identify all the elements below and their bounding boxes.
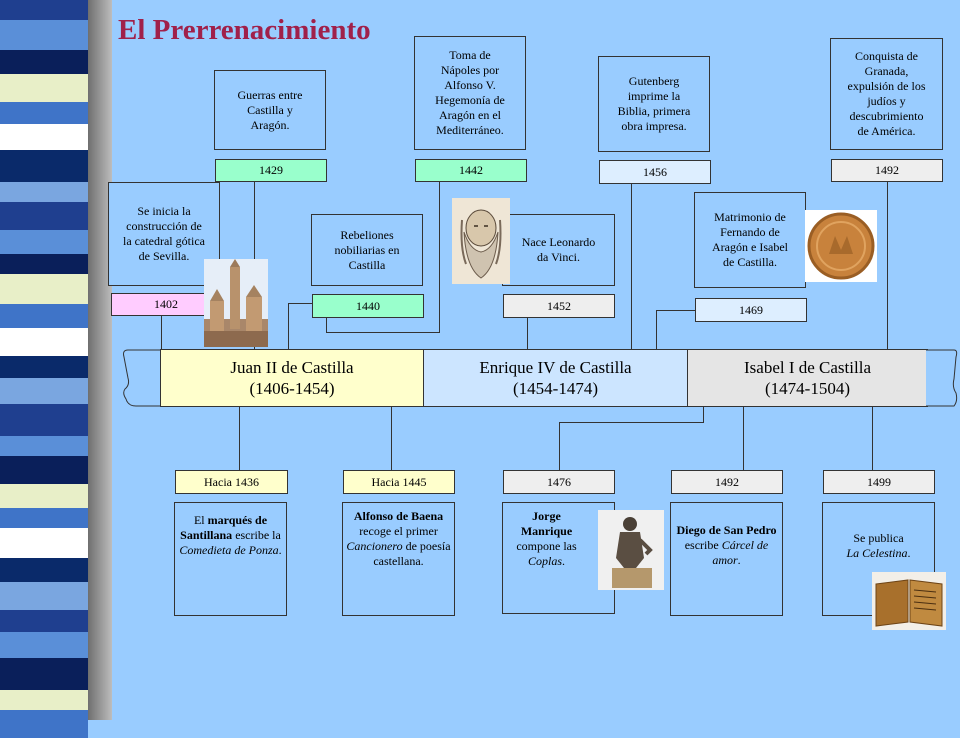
bottom-1445-year: Hacia 1445 <box>343 470 455 494</box>
reign-isabel-i: Isabel I de Castilla(1474-1504) <box>687 349 928 407</box>
bottom-1492-year: 1492 <box>671 470 783 494</box>
bottom-1492-text: Diego de San Pedro escribe Cárcel de amo… <box>670 502 783 616</box>
reign-enrique-iv: Enrique IV de Castilla(1454-1474) <box>423 349 688 407</box>
event-1429-year: 1429 <box>215 159 327 182</box>
scroll-left-end <box>123 349 160 407</box>
celestina-book-image <box>872 572 946 630</box>
bottom-1436-year: Hacia 1436 <box>175 470 288 494</box>
event-1469-year: 1469 <box>695 298 807 322</box>
scroll-right-end <box>926 349 958 407</box>
event-1440-year: 1440 <box>312 294 424 318</box>
page-title: El Prerrenacimiento <box>118 14 371 46</box>
bottom-1476-text: Jorge Manrique compone las Coplas. <box>502 502 615 614</box>
jorge-manrique-statue-image <box>598 510 664 590</box>
bottom-1436-text: El marqués de Santillana escribe la Come… <box>174 502 287 616</box>
decorative-stripes <box>0 0 88 738</box>
gray-band <box>88 0 112 720</box>
bottom-1445-text: Alfonso de Baena recoge el primer Cancio… <box>342 502 455 616</box>
event-1402-year: 1402 <box>111 293 221 316</box>
event-1456-year: 1456 <box>599 160 711 184</box>
royal-seal-image <box>805 210 877 282</box>
bottom-1499-year: 1499 <box>823 470 935 494</box>
sevilla-cathedral-image <box>204 259 268 347</box>
leonardo-portrait-image <box>452 198 510 284</box>
event-1452-year: 1452 <box>503 294 615 318</box>
event-1442-year: 1442 <box>415 159 527 182</box>
bottom-1476-year: 1476 <box>503 470 615 494</box>
event-1492-year: 1492 <box>831 159 943 182</box>
reign-juan-ii: Juan II de Castilla(1406-1454) <box>160 349 424 407</box>
